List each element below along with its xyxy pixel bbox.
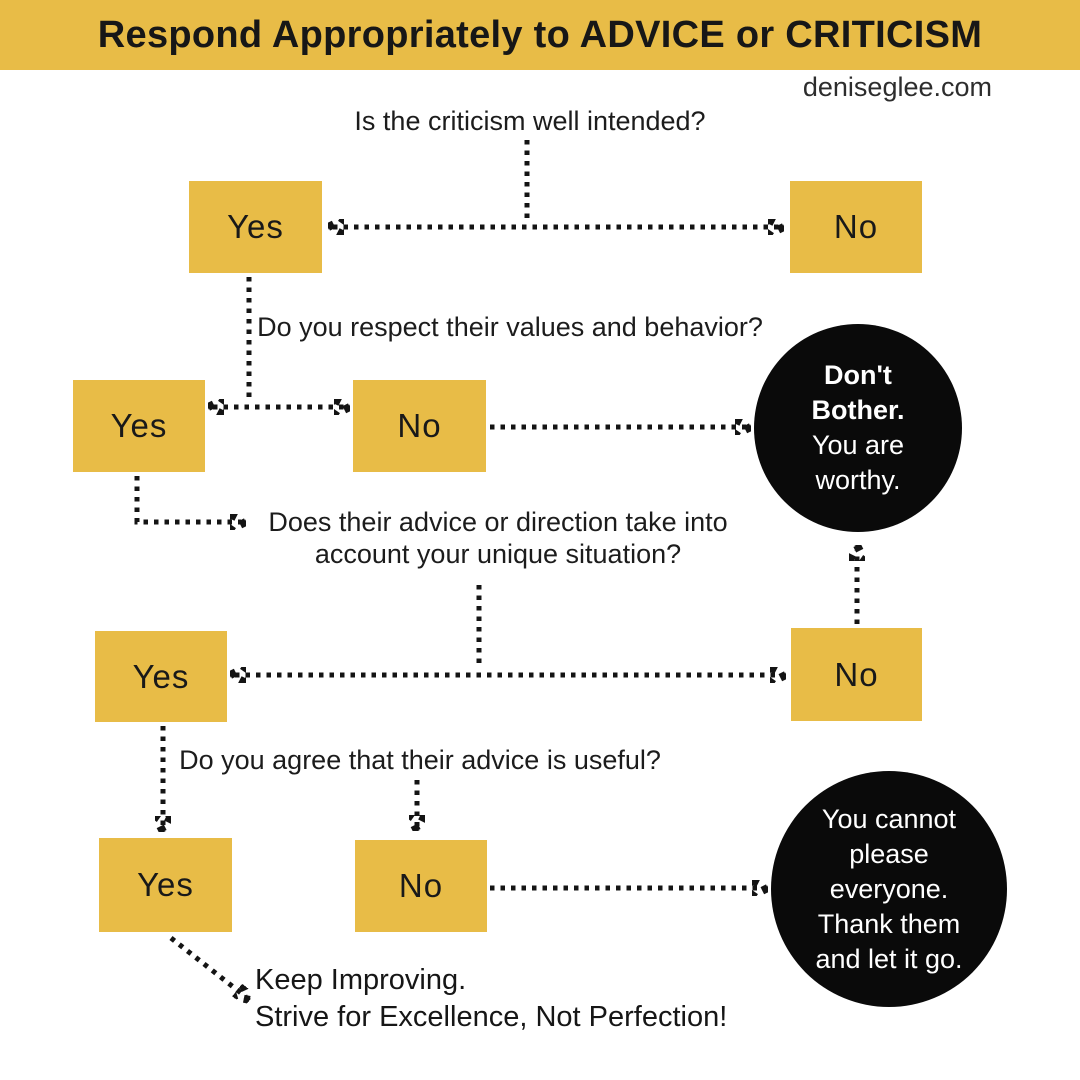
title-banner: Respond Appropriately to ADVICE or CRITI… bbox=[0, 0, 1080, 70]
q1-no-box: No bbox=[790, 181, 922, 273]
terminal-cannot-please-text: You cannot please everyone. Thank them a… bbox=[815, 803, 963, 974]
q3-no-box: No bbox=[791, 628, 922, 721]
terminal-dont-bother-emphasis: Don't Bother. bbox=[811, 360, 905, 425]
outcome-line-2: Strive for Excellence, Not Perfection! bbox=[255, 1001, 728, 1033]
outcome-line-1: Keep Improving. bbox=[255, 964, 467, 996]
website-credit: deniseglee.com bbox=[802, 72, 992, 102]
terminal-dont-bother-rest: You are worthy. bbox=[811, 430, 905, 495]
question-2: Do you respect their values and behavior… bbox=[257, 312, 763, 342]
q2-no-box: No bbox=[353, 380, 486, 472]
q3-yes-box: Yes bbox=[95, 631, 227, 722]
terminal-dont-bother: Don't Bother. You are worthy. bbox=[754, 324, 962, 532]
question-4: Do you agree that their advice is useful… bbox=[179, 745, 661, 775]
question-1: Is the criticism well intended? bbox=[354, 106, 706, 136]
connector-yes4-to-outcome bbox=[169, 936, 246, 997]
q4-no-box: No bbox=[355, 840, 487, 932]
outcome-text: Keep Improving. Strive for Excellence, N… bbox=[255, 962, 727, 1036]
question-3-line-2: account your unique situation? bbox=[314, 539, 682, 569]
q2-yes-box: Yes bbox=[73, 380, 205, 472]
q1-yes-box: Yes bbox=[189, 181, 322, 273]
q4-yes-box: Yes bbox=[99, 838, 232, 932]
page-title: Respond Appropriately to ADVICE or CRITI… bbox=[97, 13, 983, 56]
terminal-cannot-please: You cannot please everyone. Thank them a… bbox=[771, 771, 1007, 1007]
question-3: Does their advice or direction take into… bbox=[198, 506, 798, 570]
question-3-line-1: Does their advice or direction take into bbox=[268, 507, 728, 537]
